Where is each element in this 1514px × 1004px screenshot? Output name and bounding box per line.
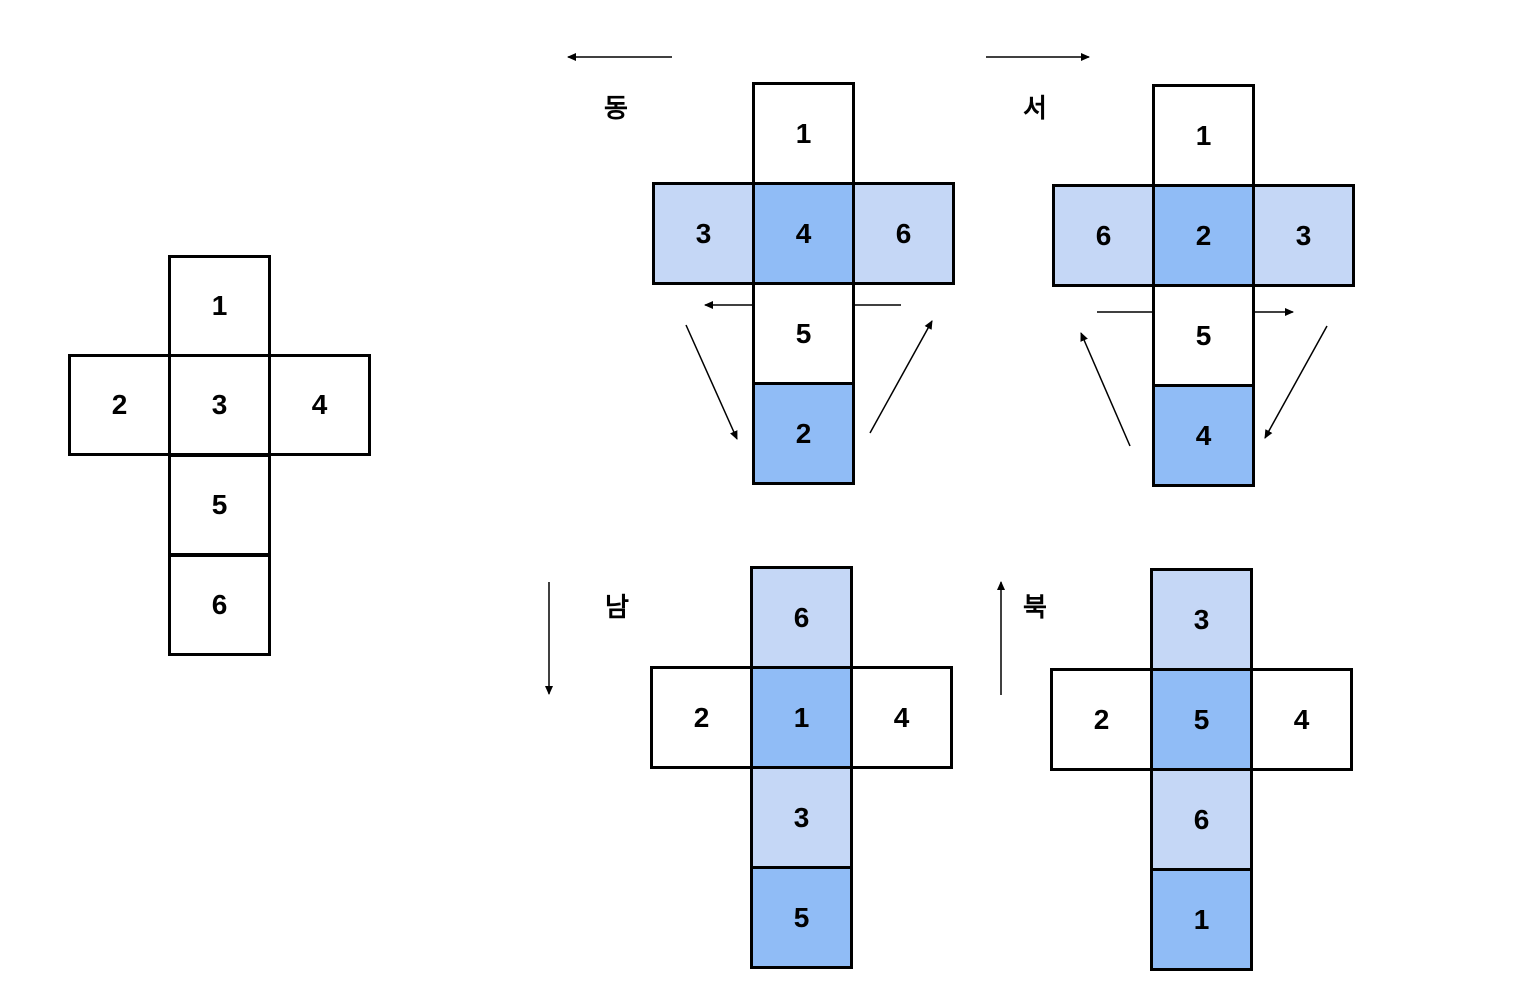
east-cell-left: 3 bbox=[652, 182, 755, 285]
original-cell-left: 2 bbox=[68, 354, 171, 456]
north-cell-bottom: 1 bbox=[1150, 868, 1253, 971]
original-cell-center: 3 bbox=[168, 354, 271, 456]
west-cell-right: 3 bbox=[1252, 184, 1355, 287]
south-cell-below: 3 bbox=[750, 766, 853, 869]
east-label: 동 bbox=[604, 94, 628, 124]
south-cell-left: 2 bbox=[650, 666, 753, 769]
east-rotate-arrow-down bbox=[685, 324, 738, 440]
south-cell-right: 4 bbox=[850, 666, 953, 769]
north-label: 북 bbox=[1023, 593, 1047, 623]
south-cell-top: 6 bbox=[750, 566, 853, 669]
original-cell-top: 1 bbox=[168, 255, 271, 357]
east-cell-right: 6 bbox=[852, 182, 955, 285]
north-cell-center: 5 bbox=[1150, 668, 1253, 771]
west-cell-center: 2 bbox=[1152, 184, 1255, 287]
east-cell-center: 4 bbox=[752, 182, 855, 285]
original-cell-below: 5 bbox=[168, 454, 271, 556]
west-rotate-arrow-up bbox=[1080, 332, 1131, 447]
east-cell-bottom: 2 bbox=[752, 382, 855, 485]
south-cell-center: 1 bbox=[750, 666, 853, 769]
west-rotate-arrow-down bbox=[1264, 325, 1328, 439]
west-cell-below: 5 bbox=[1152, 284, 1255, 387]
west-label: 서 bbox=[1023, 94, 1047, 124]
east-rotate-arrow-up bbox=[869, 320, 933, 434]
south-cell-bottom: 5 bbox=[750, 866, 853, 969]
original-cell-bottom: 6 bbox=[168, 554, 271, 656]
north-cell-right: 4 bbox=[1250, 668, 1353, 771]
north-cell-left: 2 bbox=[1050, 668, 1153, 771]
west-cell-left: 6 bbox=[1052, 184, 1155, 287]
north-cell-below: 6 bbox=[1150, 768, 1253, 871]
original-cell-right: 4 bbox=[268, 354, 371, 456]
west-cell-bottom: 4 bbox=[1152, 384, 1255, 487]
east-cell-top: 1 bbox=[752, 82, 855, 185]
south-label: 남 bbox=[605, 593, 629, 623]
east-cell-below: 5 bbox=[752, 282, 855, 385]
north-cell-top: 3 bbox=[1150, 568, 1253, 671]
west-cell-top: 1 bbox=[1152, 84, 1255, 187]
